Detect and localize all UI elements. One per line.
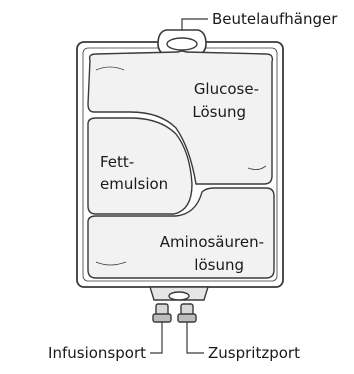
chambers [87, 50, 275, 279]
fold-line [247, 165, 267, 170]
chamber-amino [87, 187, 275, 279]
fold-line [95, 66, 125, 71]
fold-line [95, 261, 127, 266]
callout-infusion-port: Infusionsport [48, 344, 146, 362]
leader-lines [150, 18, 208, 354]
chamber-label-glucose-line1: Glucose- [194, 80, 259, 98]
port-assembly [149, 286, 209, 323]
injection-port-leader [186, 322, 204, 354]
hanger-hole [166, 37, 198, 51]
hanger-leader [181, 18, 208, 30]
chamber-label-glucose-line2: Lösung [192, 103, 246, 121]
chamber-label-amino-line1: Aminosäuren- [160, 233, 264, 251]
callout-injection-port: Zuspritzport [208, 344, 300, 362]
injection-port-cap [177, 313, 197, 323]
port-spike-connector [168, 291, 190, 301]
callout-hanger: Beutelaufhänger [212, 10, 338, 28]
infusion-port-cap [152, 313, 172, 323]
chamber-label-amino-line2: lösung [194, 256, 244, 274]
chamber-label-fat-line2: emulsion [100, 175, 168, 193]
chamber-glucose [87, 50, 274, 185]
chamber-fat [87, 117, 193, 215]
chamber-label-fat-line1: Fett- [100, 153, 134, 171]
infusion-port-leader [150, 322, 163, 354]
